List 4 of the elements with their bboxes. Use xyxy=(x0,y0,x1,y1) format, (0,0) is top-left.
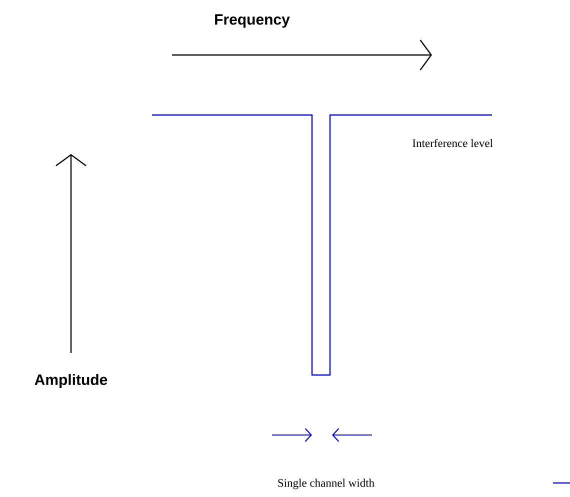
label: Frequency xyxy=(215,14,290,28)
label: Single channel width xyxy=(278,478,374,490)
label: Interference level xyxy=(412,138,493,148)
label: Amplitude xyxy=(34,374,108,388)
